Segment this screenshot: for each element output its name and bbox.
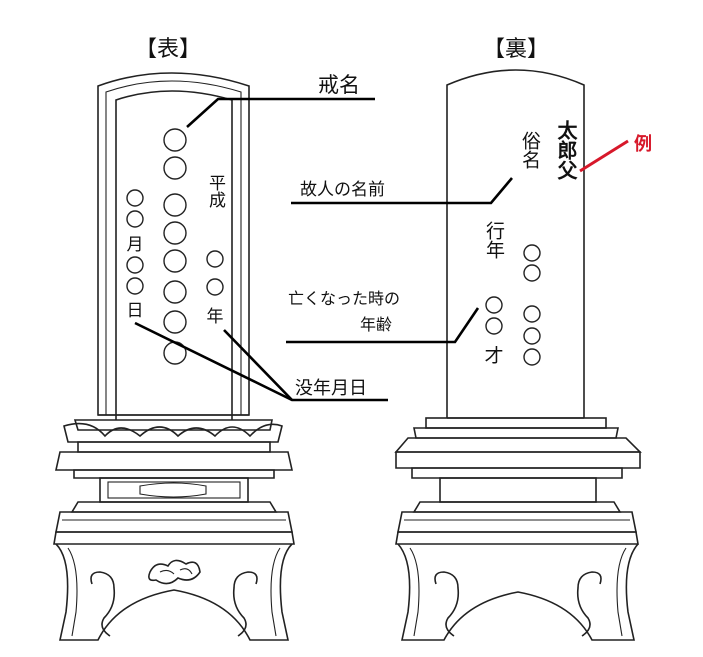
label-kaimyo: 戒名 (318, 73, 360, 97)
front-era: 平成 (205, 174, 226, 208)
front-botsu-leader (134, 321, 388, 402)
front-heading: 【表】 (135, 37, 201, 62)
example-pointer (579, 139, 629, 173)
back-gyonen: 行年 (483, 221, 505, 259)
back-name-leader (291, 177, 513, 205)
back-age-leader (286, 307, 480, 344)
front-date-circles (126, 189, 224, 296)
back-age-circles (485, 244, 541, 366)
label-name: 故人の名前 (300, 180, 385, 200)
back-zokumyo: 俗名 (519, 131, 541, 169)
back-pedestal (394, 417, 642, 641)
front-pedestal (53, 419, 295, 641)
front-year-char: 年 (207, 307, 224, 327)
label-age-line2: 年齢 (360, 315, 392, 334)
front-day-char: 日 (127, 301, 144, 321)
front-kaimyo-leader (186, 97, 375, 128)
front-tablet (97, 72, 250, 420)
back-sai: 才 (484, 345, 503, 367)
front-kaimyo-circles (163, 128, 187, 365)
label-age-line1: 亡くなった時の (288, 289, 400, 308)
front-month-char: 月 (127, 235, 144, 255)
label-botsu: 没年月日 (295, 378, 367, 399)
back-example-name: 太郎父 (554, 120, 578, 180)
back-heading: 【裏】 (483, 37, 549, 62)
example-label: 例 (634, 133, 652, 155)
